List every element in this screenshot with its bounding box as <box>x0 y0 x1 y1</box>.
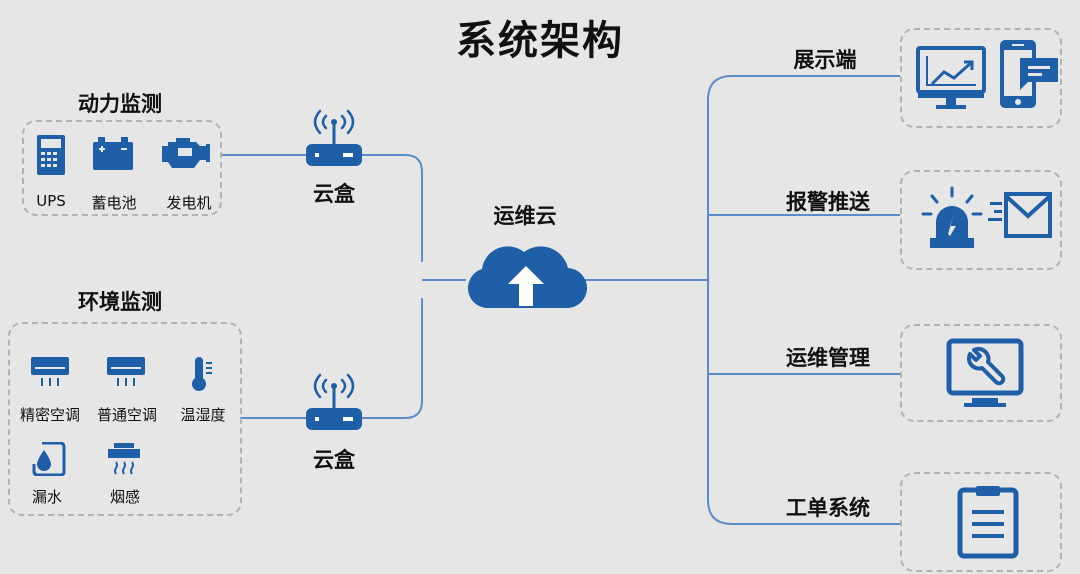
cloud-upload-icon <box>464 238 588 314</box>
monitor-chart-icon <box>916 46 986 116</box>
router-icon <box>305 108 363 172</box>
wrench-monitor-icon <box>946 338 1024 414</box>
work-order-label: 工单系统 <box>786 496 870 520</box>
ups-icon <box>36 134 66 180</box>
display-end-label: 展示端 <box>793 48 857 72</box>
alarm-push-box <box>900 170 1062 270</box>
env-monitoring-group: 精密空调 普通空调 温湿度 漏水 烟感 <box>8 322 242 516</box>
ops-cloud-label: 运维云 <box>493 204 557 228</box>
display-end-box <box>900 28 1062 128</box>
generator-icon <box>160 136 212 174</box>
env-monitoring-heading: 环境监测 <box>78 290 162 314</box>
page-title: 系统架构 <box>456 18 624 64</box>
router-icon <box>305 372 363 436</box>
power-monitoring-heading: 动力监测 <box>78 92 162 116</box>
generator-label: 发电机 <box>166 194 212 212</box>
work-order-box <box>900 472 1062 572</box>
ac-icon <box>106 356 146 392</box>
clipboard-icon <box>956 484 1020 564</box>
ac-label: 普通空调 <box>96 406 157 424</box>
ups-label: UPS <box>36 192 66 210</box>
alarm-siren-icon <box>920 186 984 256</box>
alarm-push-label: 报警推送 <box>786 190 870 214</box>
thermometer-label: 温湿度 <box>180 406 226 424</box>
ops-management-box <box>900 324 1062 422</box>
precision-ac-icon <box>30 356 70 392</box>
ops-management-label: 运维管理 <box>786 346 870 370</box>
precision-ac-label: 精密空调 <box>19 406 80 424</box>
smoke-detector-label: 烟感 <box>109 488 140 506</box>
battery-icon <box>92 136 134 176</box>
water-leak-icon <box>32 441 66 480</box>
smoke-detector-icon <box>106 442 142 480</box>
cloud-box-top-label: 云盒 <box>313 182 355 206</box>
cloud-box-bottom-label: 云盒 <box>313 448 355 472</box>
water-leak-label: 漏水 <box>31 488 62 506</box>
power-monitoring-group: UPS 蓄电池 发电机 <box>22 120 222 216</box>
thermometer-icon <box>190 356 214 396</box>
mail-send-icon <box>988 192 1052 244</box>
mobile-message-icon <box>998 38 1060 116</box>
battery-label: 蓄电池 <box>91 194 137 212</box>
